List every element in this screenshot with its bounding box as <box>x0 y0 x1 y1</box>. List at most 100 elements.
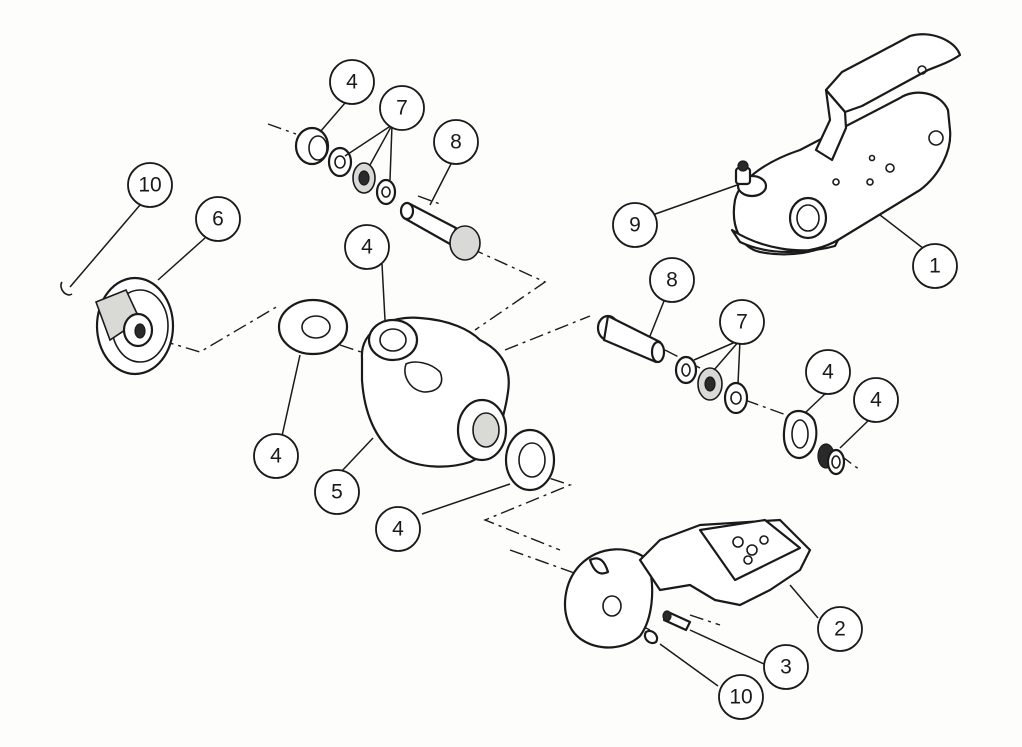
leader-7a <box>344 124 393 181</box>
leader-lines <box>69 102 929 687</box>
callout-label: 4 <box>346 71 358 94</box>
bearing-upper-7b-core <box>358 170 370 186</box>
body-small-hole-a <box>885 163 895 173</box>
callout-label: 7 <box>396 97 408 120</box>
left-flange-assembly <box>60 276 175 376</box>
screw-part-3 <box>662 610 692 632</box>
callout-label: 9 <box>629 214 641 237</box>
washer-upper-7a <box>327 146 353 178</box>
leader-9 <box>643 183 741 219</box>
center-housing-part-5 <box>360 316 510 468</box>
lower-housing-part-2 <box>564 518 812 649</box>
leader-4c <box>281 354 301 437</box>
bushing-upper-4-bore <box>308 135 328 161</box>
callout-c3: 3 <box>763 644 809 690</box>
coupling-handle-lever <box>814 88 848 162</box>
housing-top-boss <box>367 318 419 362</box>
leader-2 <box>789 584 819 619</box>
coupling-socket <box>788 196 828 240</box>
washer-lower-4-outer <box>504 428 556 492</box>
lower-housing-disc-hole <box>602 595 622 617</box>
flange-boss-6-hole <box>134 323 146 339</box>
pin-upper-8-tip <box>399 201 415 221</box>
leader-6 <box>157 237 206 281</box>
callout-label: 3 <box>780 656 792 679</box>
callout-c4d: 4 <box>375 506 421 552</box>
leader-10a <box>69 204 141 288</box>
grease-nipple-part-9 <box>734 160 768 198</box>
coupling-handle <box>824 33 962 114</box>
circlip-lower <box>643 629 659 645</box>
callout-c7b: 7 <box>719 299 765 345</box>
callout-label: 10 <box>138 174 161 197</box>
callout-c4c: 4 <box>253 433 299 479</box>
callout-c10b: 10 <box>718 674 764 720</box>
leader-4a <box>319 102 346 133</box>
callout-label: 8 <box>666 269 678 292</box>
callout-label: 7 <box>736 311 748 334</box>
lower-housing-lug <box>588 557 610 575</box>
washer-right-7c-hole <box>730 391 742 405</box>
leader-4e <box>805 392 827 413</box>
body-small-hole-d <box>868 154 876 162</box>
bearing-right-7b-core <box>704 376 716 392</box>
washer-left-4 <box>277 298 349 356</box>
leader-4b <box>381 263 386 321</box>
pin-upper-8-head <box>449 225 481 261</box>
washer-upper-7c <box>375 178 397 206</box>
callout-c2: 2 <box>817 606 863 652</box>
leader-8b <box>649 295 667 337</box>
coupling-body <box>732 91 952 256</box>
callout-c4b: 4 <box>344 224 390 270</box>
leader-10b <box>659 643 719 687</box>
callout-label: 5 <box>331 481 343 504</box>
spring-right-4b <box>826 448 846 476</box>
callout-c8b: 8 <box>649 257 695 303</box>
leader-8a <box>429 161 453 206</box>
callout-label: 1 <box>929 255 941 278</box>
washer-lower-4-inner <box>518 442 546 478</box>
washer-left-4-outer <box>277 298 349 356</box>
leader-1 <box>879 214 929 253</box>
housing-top-bore <box>379 328 407 352</box>
callout-c5: 5 <box>314 469 360 515</box>
label-symbol-d <box>743 555 753 565</box>
callout-label: 4 <box>361 236 373 259</box>
coupling-lip <box>730 228 840 253</box>
callout-label: 4 <box>870 389 882 412</box>
leader-4f <box>839 416 873 449</box>
leader-7b <box>693 339 741 385</box>
body-small-hole-b <box>866 178 874 186</box>
screw-head <box>662 610 672 622</box>
washer-upper-7a-hole <box>334 155 346 169</box>
callout-c6: 6 <box>195 196 241 242</box>
bushing-right-4 <box>782 409 818 460</box>
callout-c4a: 4 <box>329 59 375 105</box>
callout-label: 6 <box>212 208 224 231</box>
leader-3 <box>689 629 765 665</box>
nipple-tip <box>737 160 749 172</box>
label-symbol-b <box>746 544 758 556</box>
housing-window <box>404 361 443 393</box>
circlip-lower-part-10 <box>643 629 659 645</box>
body-small-hole-c <box>832 178 840 186</box>
coupling-socket-inner <box>796 204 820 232</box>
lower-housing-disc <box>564 548 654 649</box>
leader-4d <box>421 483 511 515</box>
callout-c4f: 4 <box>853 377 899 423</box>
washer-left-4-inner <box>301 315 331 339</box>
washer-lower-4 <box>504 428 556 492</box>
label-symbol-a <box>732 536 744 548</box>
callout-label: 10 <box>729 686 752 709</box>
lower-housing-label-plate <box>698 518 802 582</box>
callout-c10a: 10 <box>127 162 173 208</box>
callout-c7a: 7 <box>379 85 425 131</box>
callout-c8a: 8 <box>433 119 479 165</box>
callout-c4e: 4 <box>805 349 851 395</box>
label-symbol-c <box>759 535 769 545</box>
callout-label: 4 <box>392 518 404 541</box>
washer-upper-7c-hole <box>381 186 391 198</box>
axis-lower-housing <box>483 469 581 576</box>
upper-pin-assembly <box>294 126 481 261</box>
